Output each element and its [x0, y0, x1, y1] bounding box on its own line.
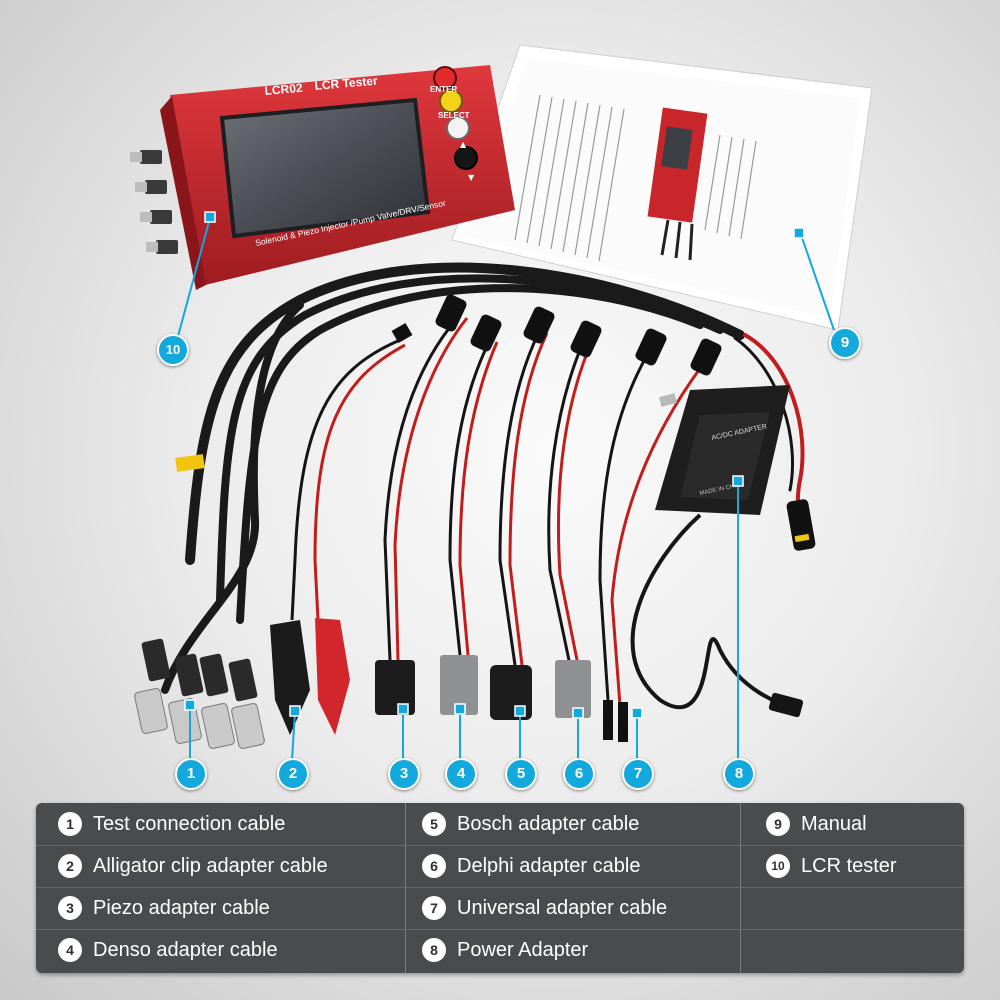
callout-leaders: [176, 217, 835, 761]
legend-item-8: 8 Power Adapter: [422, 929, 588, 971]
adapter-cables: [383, 314, 712, 706]
lcr-tester-device: LCR02 LCR Tester ENTER SELECT ▲ ▼ Soleno…: [130, 65, 515, 290]
legend-number: 3: [58, 896, 82, 920]
callout-2: 2: [277, 758, 309, 790]
device-name: LCR Tester: [314, 74, 378, 93]
legend-item-4: 4 Denso adapter cable: [58, 929, 278, 971]
svg-text:▲: ▲: [460, 140, 467, 149]
callout-9: 9: [829, 327, 861, 359]
legend-number: 9: [766, 812, 790, 836]
column-divider: [405, 803, 406, 973]
row-divider: [36, 887, 964, 888]
callout-1: 1: [175, 758, 207, 790]
legend-item-2: 2 Alligator clip adapter cable: [58, 845, 328, 887]
legend-label: Denso adapter cable: [93, 938, 278, 961]
legend-number: 4: [58, 938, 82, 962]
legend-number: 2: [58, 854, 82, 878]
alligator-clips: [270, 322, 413, 735]
legend-number: 5: [422, 812, 446, 836]
cable-bundle: [161, 262, 807, 694]
svg-text:▼: ▼: [468, 173, 475, 182]
callout-anchors: [184, 211, 805, 719]
callout-10: 10: [157, 334, 189, 366]
legend-item-3: 3 Piezo adapter cable: [58, 887, 270, 929]
legend-label: Test connection cable: [93, 812, 286, 835]
legend-number: 10: [766, 854, 790, 878]
legend-table: 1 Test connection cable 2 Alligator clip…: [36, 803, 964, 973]
legend-item-10: 10 LCR tester: [766, 845, 897, 887]
select-label: SELECT: [438, 111, 470, 120]
legend-label: Universal adapter cable: [457, 896, 668, 919]
column-divider: [740, 803, 741, 973]
manual: [451, 44, 873, 331]
legend-label: Delphi adapter cable: [457, 854, 641, 877]
callout-3: 3: [388, 758, 420, 790]
row-divider: [36, 845, 964, 846]
enter-label: ENTER: [430, 85, 457, 94]
legend-item-9: 9 Manual: [766, 803, 867, 845]
device-model: LCR02: [264, 81, 303, 98]
legend-number: 6: [422, 854, 446, 878]
callout-7: 7: [622, 758, 654, 790]
weatherpack-plugs: [435, 294, 816, 551]
callout-8: 8: [723, 758, 755, 790]
legend-label: Piezo adapter cable: [93, 896, 270, 919]
callout-5: 5: [505, 758, 537, 790]
legend-item-1: 1 Test connection cable: [58, 803, 285, 845]
legend-label: Alligator clip adapter cable: [93, 854, 328, 877]
power-adapter: AC/DC ADAPTER MADE IN CHINA: [630, 385, 804, 718]
callout-6: 6: [563, 758, 595, 790]
injector-connectors: [375, 655, 628, 742]
legend-label: Bosch adapter cable: [457, 812, 640, 835]
legend-item-7: 7 Universal adapter cable: [422, 887, 667, 929]
legend-item-6: 6 Delphi adapter cable: [422, 845, 640, 887]
legend-item-5: 5 Bosch adapter cable: [422, 803, 639, 845]
bnc-connectors: [134, 638, 265, 749]
legend-number: 8: [422, 938, 446, 962]
legend-number: 1: [58, 812, 82, 836]
legend-label: Power Adapter: [457, 938, 589, 961]
row-divider: [36, 929, 964, 930]
legend-label: LCR tester: [801, 854, 897, 877]
callout-4: 4: [445, 758, 477, 790]
legend-number: 7: [422, 896, 446, 920]
legend-label: Manual: [801, 812, 867, 835]
